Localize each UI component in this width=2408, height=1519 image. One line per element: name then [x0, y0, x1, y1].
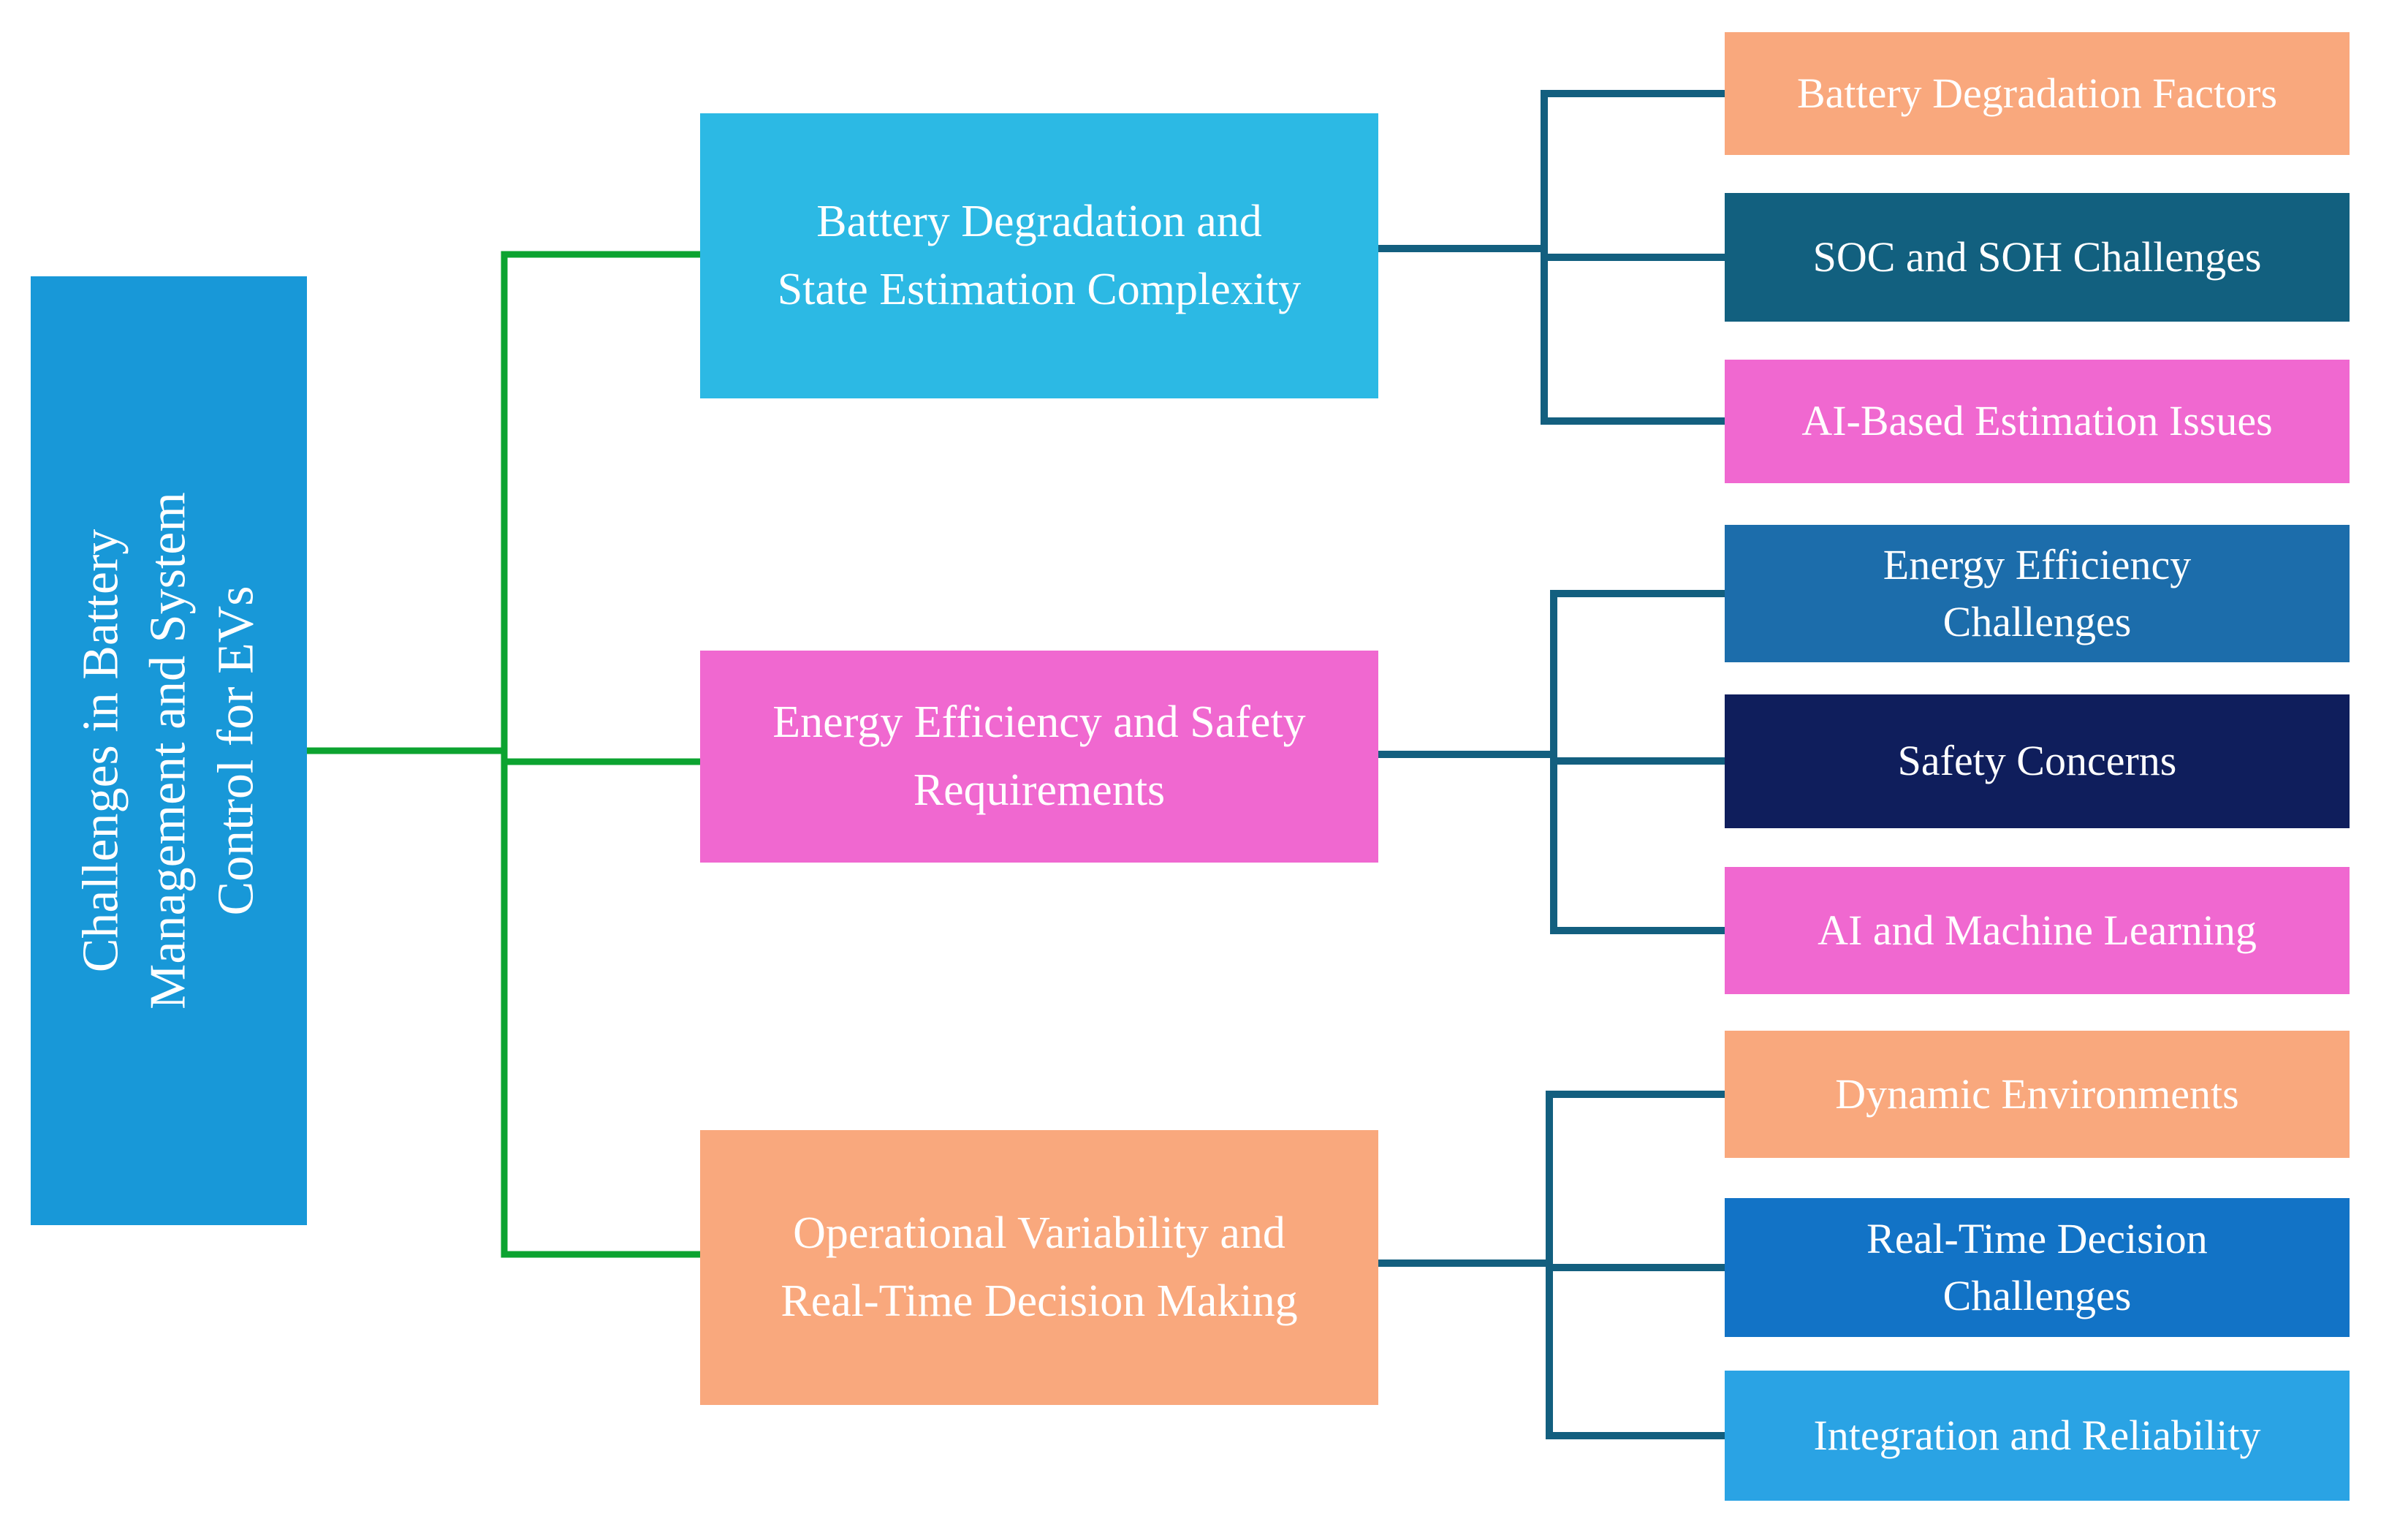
leaf-node-soc-soh-challenges: SOC and SOH Challenges — [1725, 193, 2350, 322]
branch-node-battery-degradation: Battery Degradation and State Estimation… — [700, 113, 1378, 398]
label-line: Real-Time Decision Making — [780, 1276, 1298, 1326]
leaf-node-ai-machine-learning: AI and Machine Learning — [1725, 867, 2350, 994]
label-line: Requirements — [913, 765, 1166, 815]
leaf-node-integration-reliability: Integration and Reliability — [1725, 1371, 2350, 1501]
label-line: Real-Time Decision — [1866, 1214, 2208, 1262]
leaf-node-battery-degradation-factors: Battery Degradation Factors — [1725, 32, 2350, 155]
label-line: Control for EVs — [208, 586, 265, 916]
label-line: AI and Machine Learning — [1818, 906, 2257, 954]
label-line: Battery Degradation Factors — [1796, 69, 2278, 117]
label-line: Challenges — [1942, 598, 2132, 645]
label-line: Energy Efficiency and Safety — [772, 697, 1306, 747]
label-line: Energy Efficiency — [1883, 540, 2192, 588]
branch-node-energy-efficiency: Energy Efficiency and Safety Requirement… — [700, 651, 1378, 863]
label-line: SOC and SOH Challenges — [1812, 232, 2262, 281]
leaf-node-dynamic-environments: Dynamic Environments — [1725, 1031, 2350, 1158]
label-line: State Estimation Complexity — [777, 265, 1302, 314]
label-line: Operational Variability and — [793, 1208, 1285, 1258]
label-line: AI-Based Estimation Issues — [1801, 397, 2273, 445]
label-line: Challenges — [1942, 1272, 2132, 1319]
root-node-label: Challenges in Battery Management and Sys… — [67, 276, 270, 1225]
label-line: Battery Degradation and — [816, 197, 1262, 246]
root-node: Challenges in Battery Management and Sys… — [31, 276, 307, 1225]
leaf-node-safety-concerns: Safety Concerns — [1725, 694, 2350, 828]
leaf-node-ai-based-estimation-issues: AI-Based Estimation Issues — [1725, 360, 2350, 483]
label-line: Dynamic Environments — [1835, 1069, 2239, 1118]
label-line: Safety Concerns — [1897, 737, 2177, 785]
leaf-node-energy-efficiency-challenges: Energy Efficiency Challenges — [1725, 525, 2350, 662]
label-line: Management and System — [140, 492, 197, 1009]
leaf-node-real-time-decision-challenges: Real-Time Decision Challenges — [1725, 1198, 2350, 1337]
branch-node-operational-variability: Operational Variability and Real-Time De… — [700, 1130, 1378, 1405]
label-line: Challenges in Battery — [72, 529, 129, 973]
label-line: Integration and Reliability — [1813, 1411, 2261, 1459]
